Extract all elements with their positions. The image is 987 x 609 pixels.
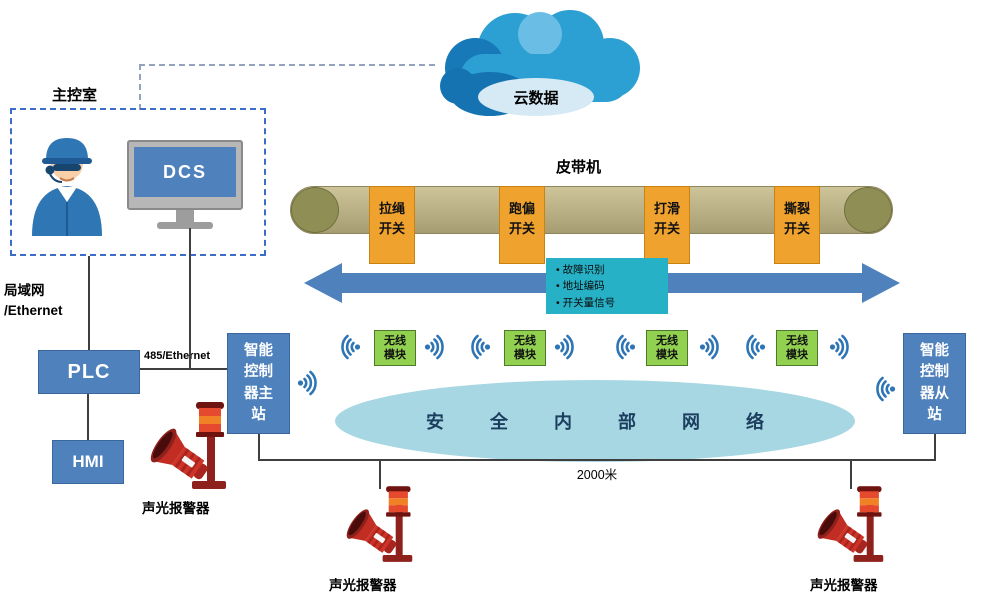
dcs-monitor-base bbox=[157, 222, 213, 229]
plc-box: PLC bbox=[38, 350, 140, 394]
smart-controller-slave-box: 智能 控制 器从 站 bbox=[903, 333, 966, 434]
wifi-icon bbox=[424, 334, 444, 360]
switch-belt-deviation: 跑偏 开关 bbox=[499, 186, 545, 264]
wifi-icon bbox=[297, 370, 317, 396]
smart-controller-master-box: 智能 控制 器主 站 bbox=[227, 333, 290, 434]
dcs-monitor-screen: DCS bbox=[134, 147, 236, 197]
room-cloud-connector-vertical bbox=[139, 64, 141, 110]
operator-icon bbox=[32, 138, 102, 236]
belt-roller-left bbox=[291, 187, 339, 233]
wireless-module-4: 无线 模块 bbox=[776, 330, 818, 366]
cloud-data-label: 云数据 bbox=[478, 78, 594, 116]
wireless-module-2: 无线 模块 bbox=[504, 330, 546, 366]
switch-tear: 撕裂 开关 bbox=[774, 186, 820, 264]
safety-network-ellipse: 安全内部网络 bbox=[335, 380, 855, 462]
dcs-monitor-stand bbox=[176, 210, 194, 222]
lan-label: 局域网 /Ethernet bbox=[4, 283, 63, 318]
wifi-icon bbox=[341, 334, 361, 360]
field-bus-line bbox=[258, 459, 936, 461]
lan-line bbox=[88, 256, 90, 350]
distance-label: 2000米 bbox=[576, 468, 618, 482]
alarm-label-middle: 声光报警器 bbox=[329, 578, 397, 593]
sound-light-alarm-right bbox=[817, 486, 885, 569]
slave-bus-drop-line bbox=[934, 433, 936, 461]
belt-roller-right bbox=[844, 187, 892, 233]
bus-feature-box: 故障识别 地址编码 开关量信号 bbox=[546, 258, 668, 314]
alarm-label-left: 声光报警器 bbox=[142, 501, 210, 516]
belt-label: 皮带机 bbox=[556, 159, 602, 176]
wireless-module-1: 无线 模块 bbox=[374, 330, 416, 366]
plc-master-485-line bbox=[140, 368, 228, 370]
room-cloud-connector-horizontal bbox=[139, 64, 435, 66]
wifi-icon bbox=[876, 376, 896, 402]
wifi-icon bbox=[616, 334, 636, 360]
switch-slip: 打滑 开关 bbox=[644, 186, 690, 264]
ethernet-485-label: 485/Ethernet bbox=[144, 350, 211, 362]
alarm-mid-drop-line bbox=[379, 459, 381, 489]
bus-feature-item: 地址编码 bbox=[556, 278, 662, 294]
hmi-box: HMI bbox=[52, 440, 124, 484]
control-room-box bbox=[10, 108, 266, 256]
plc-hmi-line bbox=[87, 394, 89, 440]
wifi-icon bbox=[471, 334, 491, 360]
wireless-module-3: 无线 模块 bbox=[646, 330, 688, 366]
alarm-label-right: 声光报警器 bbox=[810, 578, 878, 593]
sound-light-alarm-left bbox=[150, 402, 228, 497]
bus-feature-item: 故障识别 bbox=[556, 262, 662, 278]
dcs-downlink-line bbox=[189, 228, 191, 370]
wifi-icon bbox=[699, 334, 719, 360]
switch-pull-rope: 拉绳 开关 bbox=[369, 186, 415, 264]
master-bus-drop-line bbox=[258, 433, 260, 461]
control-room-title: 主控室 bbox=[52, 87, 98, 104]
wifi-icon bbox=[554, 334, 574, 360]
sound-light-alarm-middle bbox=[346, 486, 414, 569]
wifi-icon bbox=[746, 334, 766, 360]
bus-feature-item: 开关量信号 bbox=[556, 295, 662, 311]
alarm-right-drop-line bbox=[850, 459, 852, 489]
wifi-icon bbox=[829, 334, 849, 360]
